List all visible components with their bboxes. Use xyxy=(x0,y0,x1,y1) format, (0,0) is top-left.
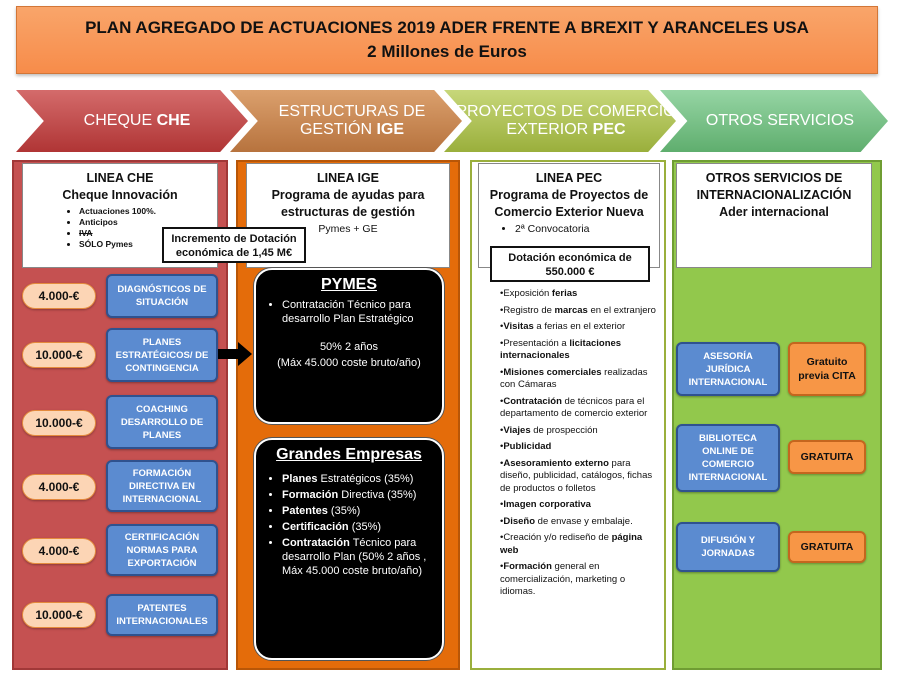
otros-price-difusion: GRATUITA xyxy=(788,531,866,563)
che-bullet-list: Actuaciones 100%. Anticipos IVA SÓLO Pym… xyxy=(79,206,217,250)
che-item-coaching: COACHING DESARROLLO DE PLANES xyxy=(106,395,218,449)
page-title: PLAN AGREGADO DE ACTUACIONES 2019 ADER F… xyxy=(16,6,878,74)
pec-item: •Asesoramiento externo para diseño, publ… xyxy=(500,457,653,494)
che-amount: 4.000-€ xyxy=(22,474,96,500)
che-amount: 4.000-€ xyxy=(22,283,96,309)
pymes-item: Contratación Técnico para desarrollo Pla… xyxy=(282,298,432,326)
pec-dotacion-callout: Dotación económica de 550.000 € xyxy=(490,246,650,282)
grandes-item: Formación Directiva (35%) xyxy=(282,488,432,502)
grandes-list: Planes Estratégicos (35%) Formación Dire… xyxy=(282,472,432,578)
pec-head-line2: Programa de Proyectos de Comercio Exteri… xyxy=(489,188,649,219)
arrow-right-icon xyxy=(218,342,252,366)
title-line-1: PLAN AGREGADO DE ACTUACIONES 2019 ADER F… xyxy=(85,18,809,37)
otros-header: OTROS SERVICIOS DE INTERNACIONALIZACIÓN … xyxy=(676,163,872,268)
ige-head-line3: Pymes + GE xyxy=(318,223,378,235)
chevron-otros: OTROS SERVICIOS xyxy=(660,90,888,152)
pec-item: •Misiones comerciales realizadas con Cám… xyxy=(500,366,648,391)
chevron-ige: ESTRUCTURAS DE GESTIÓN IGE xyxy=(230,90,462,152)
che-item-certificacion: CERTIFICACIÓN NORMAS PARA EXPORTACIÓN xyxy=(106,524,218,576)
che-bullet: SÓLO Pymes xyxy=(79,239,217,250)
pec-head-line1: LINEA PEC xyxy=(535,171,603,185)
otros-head-line1: OTROS SERVICIOS DE INTERNACIONALIZACIÓN xyxy=(696,171,852,202)
pec-item: •Publicidad xyxy=(500,441,552,452)
ige-head-line2: Programa de ayudas para estructuras de g… xyxy=(271,188,425,219)
ige-grandes-box: Grandes Empresas Planes Estratégicos (35… xyxy=(254,438,444,660)
che-amount: 10.000-€ xyxy=(22,342,96,368)
pec-item: •Contratación de técnicos para el depart… xyxy=(500,395,648,420)
otros-head-line2: Ader internacional xyxy=(719,205,829,219)
chevron-pec-text: PROYECTOS DE COMERCIO EXTERIOR xyxy=(456,103,676,138)
che-amount: 10.000-€ xyxy=(22,410,96,436)
grandes-title: Grandes Empresas xyxy=(276,446,422,463)
chevron-pec-bold: PEC xyxy=(592,121,626,138)
pymes-max: (Máx 45.000 coste bruto/año) xyxy=(277,357,421,369)
pec-item-list: •Exposición ferias •Registro de marcas e… xyxy=(500,288,660,603)
che-amount: 10.000-€ xyxy=(22,602,96,628)
ige-pymes-box: PYMES Contratación Técnico para desarrol… xyxy=(254,268,444,424)
chevron-otros-text: OTROS SERVICIOS xyxy=(705,112,855,129)
grandes-item: Planes Estratégicos (35%) xyxy=(282,472,432,486)
chevron-ige-bold: IGE xyxy=(376,121,404,138)
otros-item-biblioteca: BIBLIOTECA ONLINE DE COMERCIO INTERNACIO… xyxy=(676,424,780,492)
pymes-percent: 50% 2 años xyxy=(319,341,379,353)
chevron-che-bold: CHE xyxy=(156,112,191,129)
che-item-planes: PLANES ESTRATÉGICOS/ DE CONTINGENCIA xyxy=(106,328,218,382)
che-amount: 4.000-€ xyxy=(22,538,96,564)
pec-head-bullet: 2ª Convocatoria xyxy=(515,221,659,238)
pec-item: •Diseño de envase y embalaje. xyxy=(500,515,633,527)
grandes-item: Contratación Técnico para desarrollo Pla… xyxy=(282,536,432,578)
pec-item: •Exposición ferias xyxy=(500,288,578,299)
che-head-line1: LINEA CHE xyxy=(86,171,154,185)
che-bullet: IVA xyxy=(79,228,217,239)
pec-item: •Visitas a ferias en el exterior xyxy=(500,321,626,332)
grandes-item: Patentes (35%) xyxy=(282,504,432,518)
pec-item: •Imagen corporativa xyxy=(500,499,591,510)
ige-head-line1: LINEA IGE xyxy=(316,171,380,185)
pec-item: •Formación general en comercialización, … xyxy=(500,561,626,597)
otros-price-asesoria: Gratuito previa CITA xyxy=(788,342,866,396)
otros-item-difusion: DIFUSIÓN Y JORNADAS xyxy=(676,522,780,572)
chevron-pec: PROYECTOS DE COMERCIO EXTERIOR PEC xyxy=(444,90,676,152)
otros-item-asesoria: ASESORÍA JURÍDICA INTERNACIONAL xyxy=(676,342,780,396)
pec-item: •Viajes de prospección xyxy=(500,424,598,436)
pec-item: •Registro de marcas en el extranjero xyxy=(500,304,656,316)
otros-price-biblioteca: GRATUITA xyxy=(788,440,866,474)
che-item-diagnosticos: DIAGNÓSTICOS DE SITUACIÓN xyxy=(106,274,218,318)
che-dotacion-callout: Incremento de Dotación económica de 1,45… xyxy=(162,227,306,263)
chevron-ige-text: ESTRUCTURAS DE GESTIÓN xyxy=(278,103,426,138)
che-item-patentes: PATENTES INTERNACIONALES xyxy=(106,594,218,636)
chevron-che-text: CHEQUE xyxy=(83,112,157,129)
grandes-item: Certificación (35%) xyxy=(282,520,432,534)
che-bullet: Actuaciones 100%. xyxy=(79,206,217,217)
chevron-che: CHEQUE CHE xyxy=(16,90,248,152)
pec-head-list: 2ª Convocatoria xyxy=(515,221,659,238)
che-item-formacion: FORMACIÓN DIRECTIVA EN INTERNACIONAL xyxy=(106,460,218,512)
che-bullet: Anticipos xyxy=(79,217,217,228)
pec-item: •Creación y/o rediseño de página web xyxy=(500,532,643,556)
pec-item: •Presentación a licitaciones internacion… xyxy=(500,337,622,362)
pymes-list: Contratación Técnico para desarrollo Pla… xyxy=(282,298,432,326)
title-line-2: 2 Millones de Euros xyxy=(367,42,527,61)
pymes-title: PYMES xyxy=(320,276,377,293)
che-head-line2: Cheque Innovación xyxy=(62,188,178,202)
